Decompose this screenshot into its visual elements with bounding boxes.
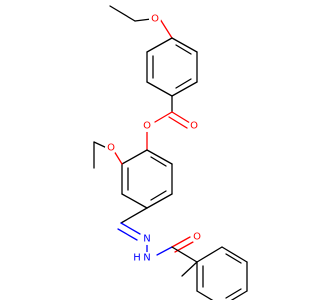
bond-ring3-a xyxy=(196,246,223,263)
bond-ring3-d xyxy=(230,290,248,300)
atom-label-nitrogen-amide: N xyxy=(143,253,150,264)
bond-ring2-to-ch xyxy=(120,207,148,224)
atom-label-nitrogen-imine: N xyxy=(143,234,150,245)
bond-ring1-double-2 xyxy=(175,78,192,89)
bond-ring2-c xyxy=(146,193,173,209)
atom-label-hydrogen-amide: H xyxy=(133,253,141,264)
atom-label-oxygen-ethoxy-top: O xyxy=(151,14,159,25)
bond-imine-2 xyxy=(117,228,138,241)
atom-label-oxygen-carbonyl-ester: O xyxy=(190,121,198,132)
bond-methyl xyxy=(181,261,198,277)
atom-oxygen-ethoxy-top: O xyxy=(149,13,161,25)
bond-ester-carbonyl-2 xyxy=(168,116,188,129)
bond-ring1-a xyxy=(171,37,198,53)
bond-ester-single xyxy=(154,111,173,123)
atom-label-oxygen-amide-carbonyl: O xyxy=(193,232,201,243)
bond-ring3-e xyxy=(196,290,214,300)
bond-ring1-c xyxy=(171,81,198,97)
bond-amide-to-ring3 xyxy=(171,246,198,263)
bond-ethyl-top-ch2 xyxy=(134,18,152,22)
atom-nitrogen-imine: N xyxy=(141,233,153,245)
bond-ethoxy-middle-oxygen xyxy=(113,150,123,165)
bond-ring2-double-1 xyxy=(150,156,167,167)
atom-label-oxygen-ester-link: O xyxy=(143,121,151,132)
bond-amide-n-c xyxy=(156,246,173,256)
atom-label-oxygen-ethoxy-middle: O xyxy=(107,143,115,154)
atom-oxygen-amide-carbonyl: O xyxy=(191,231,203,243)
atom-oxygen-ethoxy-middle: O xyxy=(105,142,117,154)
atom-oxygen-ester-link: O xyxy=(141,120,153,132)
bond-ring2-a xyxy=(146,149,173,165)
bond-ring2-double-2 xyxy=(150,190,167,201)
atom-oxygen-carbonyl-ester: O xyxy=(188,120,200,132)
bond-ring3-double-3 xyxy=(225,288,242,299)
atom-nitrogen-amide: N xyxy=(141,252,153,264)
bond-ring2-f xyxy=(121,149,148,165)
bond-ring1-double-1 xyxy=(175,44,192,55)
bond-ester-carbonyl-1 xyxy=(171,111,191,124)
bond-imine-1 xyxy=(120,222,141,235)
bond-ring1-d xyxy=(146,81,173,97)
bond-ring1-f xyxy=(146,37,173,53)
bond-amide-carbonyl-1 xyxy=(171,236,191,248)
bond-ring2-d xyxy=(121,193,148,209)
bond-ring3-double-2 xyxy=(225,253,242,264)
bond-ethyl-middle-ch2 xyxy=(93,141,108,149)
atom-hydrogen-amide: H xyxy=(132,253,142,264)
molecule-structure-diagram: O O O O N N H O xyxy=(93,5,248,300)
bond-ring3-b xyxy=(221,246,248,263)
bond-ethoxy-top-oxygen xyxy=(159,18,173,39)
bond-ethyl-top-ch3 xyxy=(109,5,136,22)
